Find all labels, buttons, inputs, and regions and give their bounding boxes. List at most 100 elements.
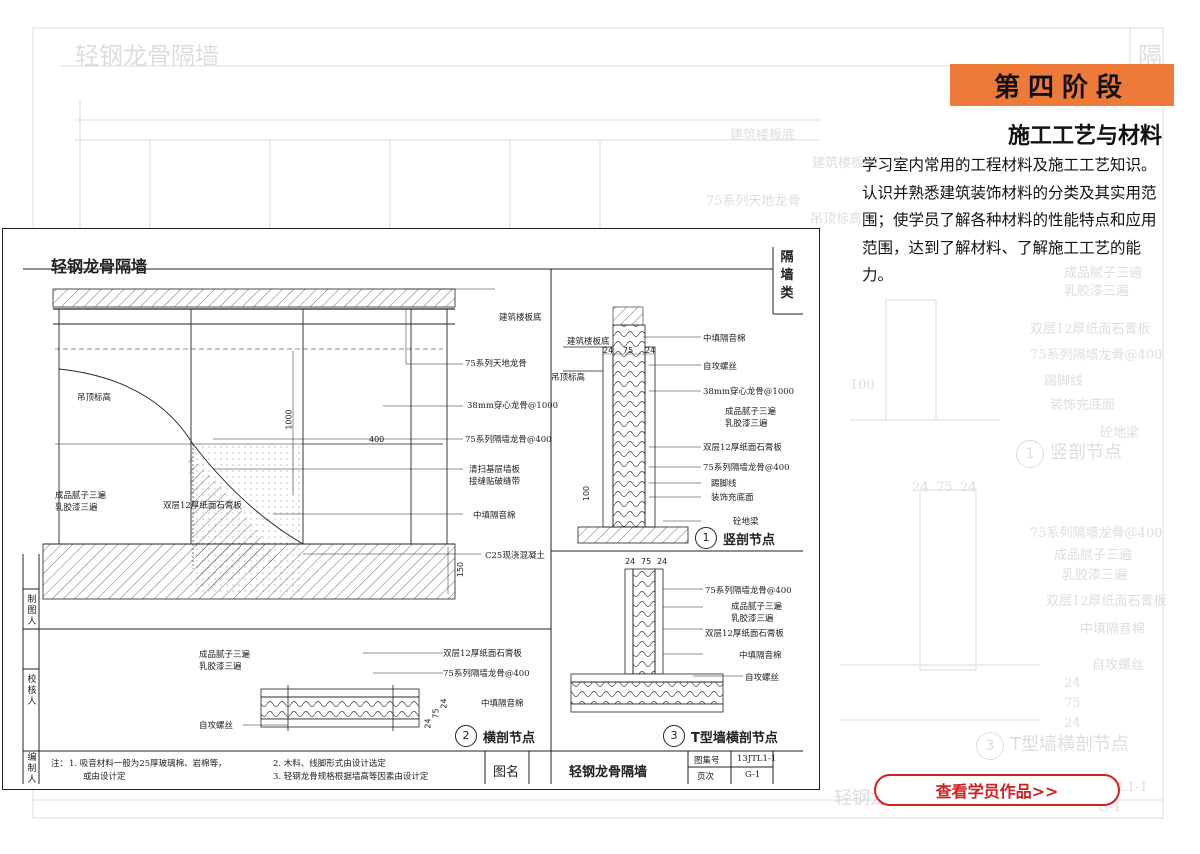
callout-label: 38mm穿心龙骨@1000	[703, 387, 795, 397]
bg-dim: 75	[1064, 696, 1081, 711]
callout-label: 装饰充底面	[711, 493, 754, 503]
callout-label: 75系列隔墙龙骨@400	[703, 463, 790, 473]
side-recorder: 编制人	[27, 753, 37, 785]
callout-label: C25现浇混凝土	[485, 551, 545, 561]
node-number: 2	[455, 725, 477, 747]
titleblock-name: 轻钢龙骨隔墙	[569, 765, 648, 780]
callout-label: 自攻螺丝	[703, 362, 738, 372]
bg-label: 75系列天地龙骨	[706, 194, 801, 209]
callout-label: 自攻螺丝	[199, 721, 234, 731]
bg-label: 75系列隔墙龙骨@400	[1030, 526, 1163, 541]
callout-label: 75系列隔墙龙骨@400	[465, 435, 552, 445]
callout-label: 建筑楼板底	[499, 313, 542, 323]
bg-label: 踢脚线	[1044, 374, 1084, 389]
bg-label: 砼地梁	[1100, 426, 1140, 441]
bg-dim: 24	[912, 480, 929, 495]
callout-label: 38mm穿心龙骨@1000	[467, 401, 559, 411]
titleblock-set-value: 13JTL1-1	[737, 754, 777, 764]
dimension-label: 24	[603, 346, 614, 355]
callout-label: 乳胶漆三遍	[199, 662, 242, 672]
callout-label: 建筑楼板底	[567, 337, 610, 347]
dimension-label: 75	[641, 557, 652, 566]
titleblock-page-label: 页次	[697, 772, 715, 782]
callout-label: 吊顶标高	[77, 393, 112, 403]
bg-label: 中填隔音棉	[1080, 622, 1146, 637]
dimension-label: 400	[369, 435, 385, 444]
callout-label: 踢脚线	[711, 479, 737, 489]
stage-label: 第四阶段	[993, 72, 1130, 103]
bg-dim: 24	[1064, 716, 1081, 731]
bg-node-label: T型墙横剖节点	[1010, 734, 1129, 755]
callout-label: 清扫基层墙板	[469, 465, 521, 475]
bg-node-3: 3 T型墙横剖节点	[976, 730, 1129, 760]
titleblock-page-value: G-1	[745, 770, 761, 780]
titleblock-label: 图名	[493, 765, 520, 780]
bg-label: 吊顶标高	[810, 212, 863, 227]
bg-label: 自攻螺丝	[1092, 658, 1145, 673]
node-caption-3: 3 T型墙横剖节点	[663, 725, 778, 747]
callout-label: 双层12厚纸面石膏板	[443, 649, 522, 659]
drawing-title: 轻钢龙骨隔墙	[51, 257, 148, 276]
node-number: 1	[695, 527, 717, 549]
callout-label: 乳胶漆三遍	[55, 503, 98, 513]
side-checker: 校核人	[27, 675, 37, 707]
dimension-label: 24	[645, 346, 656, 355]
bg-label: 乳胶漆三遍	[1062, 568, 1128, 583]
bg-label: 双层12厚纸面石膏板	[1046, 594, 1167, 609]
callout-label: 75系列隔墙龙骨@400	[443, 669, 530, 679]
node-number: 3	[663, 725, 685, 747]
node-caption-1: 1 竖剖节点	[695, 527, 775, 549]
dimension-label: 24	[423, 718, 433, 729]
callout-label: 吊顶标高	[551, 373, 586, 383]
callout-label: 成品腻子三遍	[731, 602, 783, 612]
bg-node-label: 竖剖节点	[1050, 442, 1122, 463]
bg-node-num: 1	[1016, 440, 1044, 468]
bg-label: 建筑楼板底	[730, 128, 796, 143]
notes-prefix: 注：	[51, 759, 69, 769]
bg-label: 75系列隔墙龙骨@400	[1030, 348, 1163, 363]
callout-label: 中填隔音棉	[481, 699, 524, 709]
view-student-works-button[interactable]: 查看学员作品>>	[874, 774, 1120, 806]
dimension-label: 24	[657, 557, 668, 566]
dimension-label: 75	[623, 346, 634, 355]
side-designer: 制图人	[27, 595, 37, 627]
bg-node-num: 3	[976, 732, 1004, 760]
callout-label: 中填隔音棉	[473, 511, 516, 521]
callout-label: 成品腻子三遍	[199, 650, 251, 660]
callout-label: 成品腻子三遍	[55, 491, 107, 501]
bg-label: 成品腻子三遍	[1054, 548, 1133, 563]
callout-label: 乳胶漆三遍	[725, 419, 768, 429]
note-3: 3. 轻钢龙骨规格根据墙高等因素由设计定	[273, 772, 429, 782]
bg-dim: 24	[960, 480, 977, 495]
bg-label: 双层12厚纸面石膏板	[1030, 322, 1151, 337]
callout-label: 自攻螺丝	[745, 673, 780, 683]
section-title: 施工工艺与材料	[1007, 124, 1162, 149]
dimension-label: 24	[625, 557, 636, 566]
bg-label: 装饰充底面	[1050, 398, 1116, 413]
construction-drawing: 轻钢龙骨隔墙 隔墙类 建筑楼板底 75系列天地龙骨 吊顶标高 38mm穿心龙骨@…	[2, 228, 820, 790]
titleblock-set-label: 图集号	[694, 756, 720, 766]
stage-badge: 第四阶段	[950, 64, 1174, 106]
bg-dim: 75	[936, 480, 953, 495]
callout-label: 砼地梁	[733, 517, 759, 527]
drawing-linework	[22, 247, 803, 784]
note-1b: 或由设计定	[83, 772, 126, 782]
bg-title: 轻钢龙骨隔墙	[75, 42, 219, 70]
node-label: 竖剖节点	[723, 532, 776, 548]
callout-label: 乳胶漆三遍	[731, 614, 774, 624]
dimension-label: 100	[582, 485, 592, 502]
drawing-category: 隔墙类	[780, 250, 794, 301]
dimension-label: 1000	[284, 409, 294, 430]
dimension-label: 75	[431, 708, 441, 719]
callout-label: 中填隔音棉	[703, 334, 746, 344]
callout-label: 成品腻子三遍	[725, 407, 777, 417]
note-2: 2. 木料、线脚形式由设计选定	[273, 759, 386, 769]
callout-label: 双层12厚纸面石膏板	[705, 629, 784, 639]
callout-label: 双层12厚纸面石膏板	[163, 501, 242, 511]
callout-label: 接缝贴破缝带	[469, 477, 521, 487]
callout-label: 75系列隔墙龙骨@400	[705, 586, 792, 596]
dimension-label: 24	[439, 698, 449, 709]
bg-node-1: 1 竖剖节点	[1016, 438, 1122, 468]
node-label: T型墙横剖节点	[691, 730, 778, 746]
bg-dim: 24	[1064, 676, 1081, 691]
